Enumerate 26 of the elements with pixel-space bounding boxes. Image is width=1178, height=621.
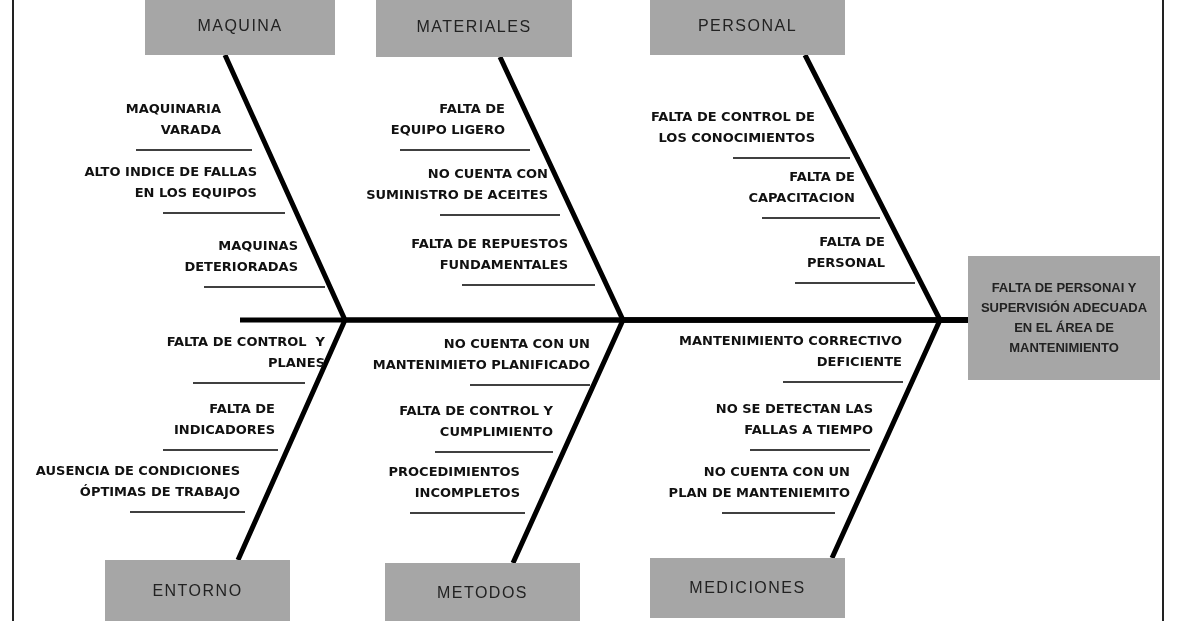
cause-text: MAQUINARIA VARADA xyxy=(125,100,221,139)
cause-text: FALTA DE CONTROL DE LOS CONOCIMIENTOS xyxy=(650,108,815,147)
category-box: MAQUINA xyxy=(145,0,335,55)
cause-text: PROCEDIMIENTOS INCOMPLETOS xyxy=(388,463,520,502)
cause-text: FALTA DE CONTROL Y PLANES xyxy=(166,333,325,372)
cause-text: FALTA DE INDICADORES xyxy=(173,400,275,439)
cause-text: AUSENCIA DE CONDICIONES ÓPTIMAS DE TRABAJO xyxy=(35,462,240,501)
cause-text: FALTA DE PERSONAL xyxy=(806,233,885,272)
cause-text: ALTO INDICE DE FALLAS EN LOS EQUIPOS xyxy=(84,163,257,202)
cause-text: FALTA DE EQUIPO LIGERO xyxy=(390,100,505,139)
category-box: MATERIALES xyxy=(376,0,572,57)
cause-text: NO SE DETECTAN LAS FALLAS A TIEMPO xyxy=(715,400,873,439)
cause-text: MANTENIMIENTO CORRECTIVO DEFICIENTE xyxy=(679,332,902,371)
cause-text: FALTA DE CAPACITACION xyxy=(748,168,855,207)
cause-text: NO CUENTA CON UN PLAN DE MANTENIEMITO xyxy=(668,463,850,502)
cause-text: FALTA DE REPUESTOS FUNDAMENTALES xyxy=(411,235,568,274)
category-box: MEDICIONES xyxy=(650,558,845,618)
effect-box: FALTA DE PERSONAI Y SUPERVISIÓN ADECUADA EN EL ÁREA DE MANTENIMIENTO xyxy=(968,256,1160,380)
category-box: METODOS xyxy=(385,563,580,621)
cause-text: FALTA DE CONTROL Y CUMPLIMIENTO xyxy=(399,402,553,441)
bone-line xyxy=(829,317,968,560)
category-box: ENTORNO xyxy=(105,560,290,621)
cause-text: NO CUENTA CON SUMINISTRO DE ACEITES xyxy=(366,165,548,204)
category-box: PERSONAL xyxy=(650,0,845,55)
cause-text: MAQUINAS DETERIORADAS xyxy=(184,237,298,276)
cause-text: NO CUENTA CON UN MANTENIMIETO PLANIFICADO xyxy=(372,335,590,374)
